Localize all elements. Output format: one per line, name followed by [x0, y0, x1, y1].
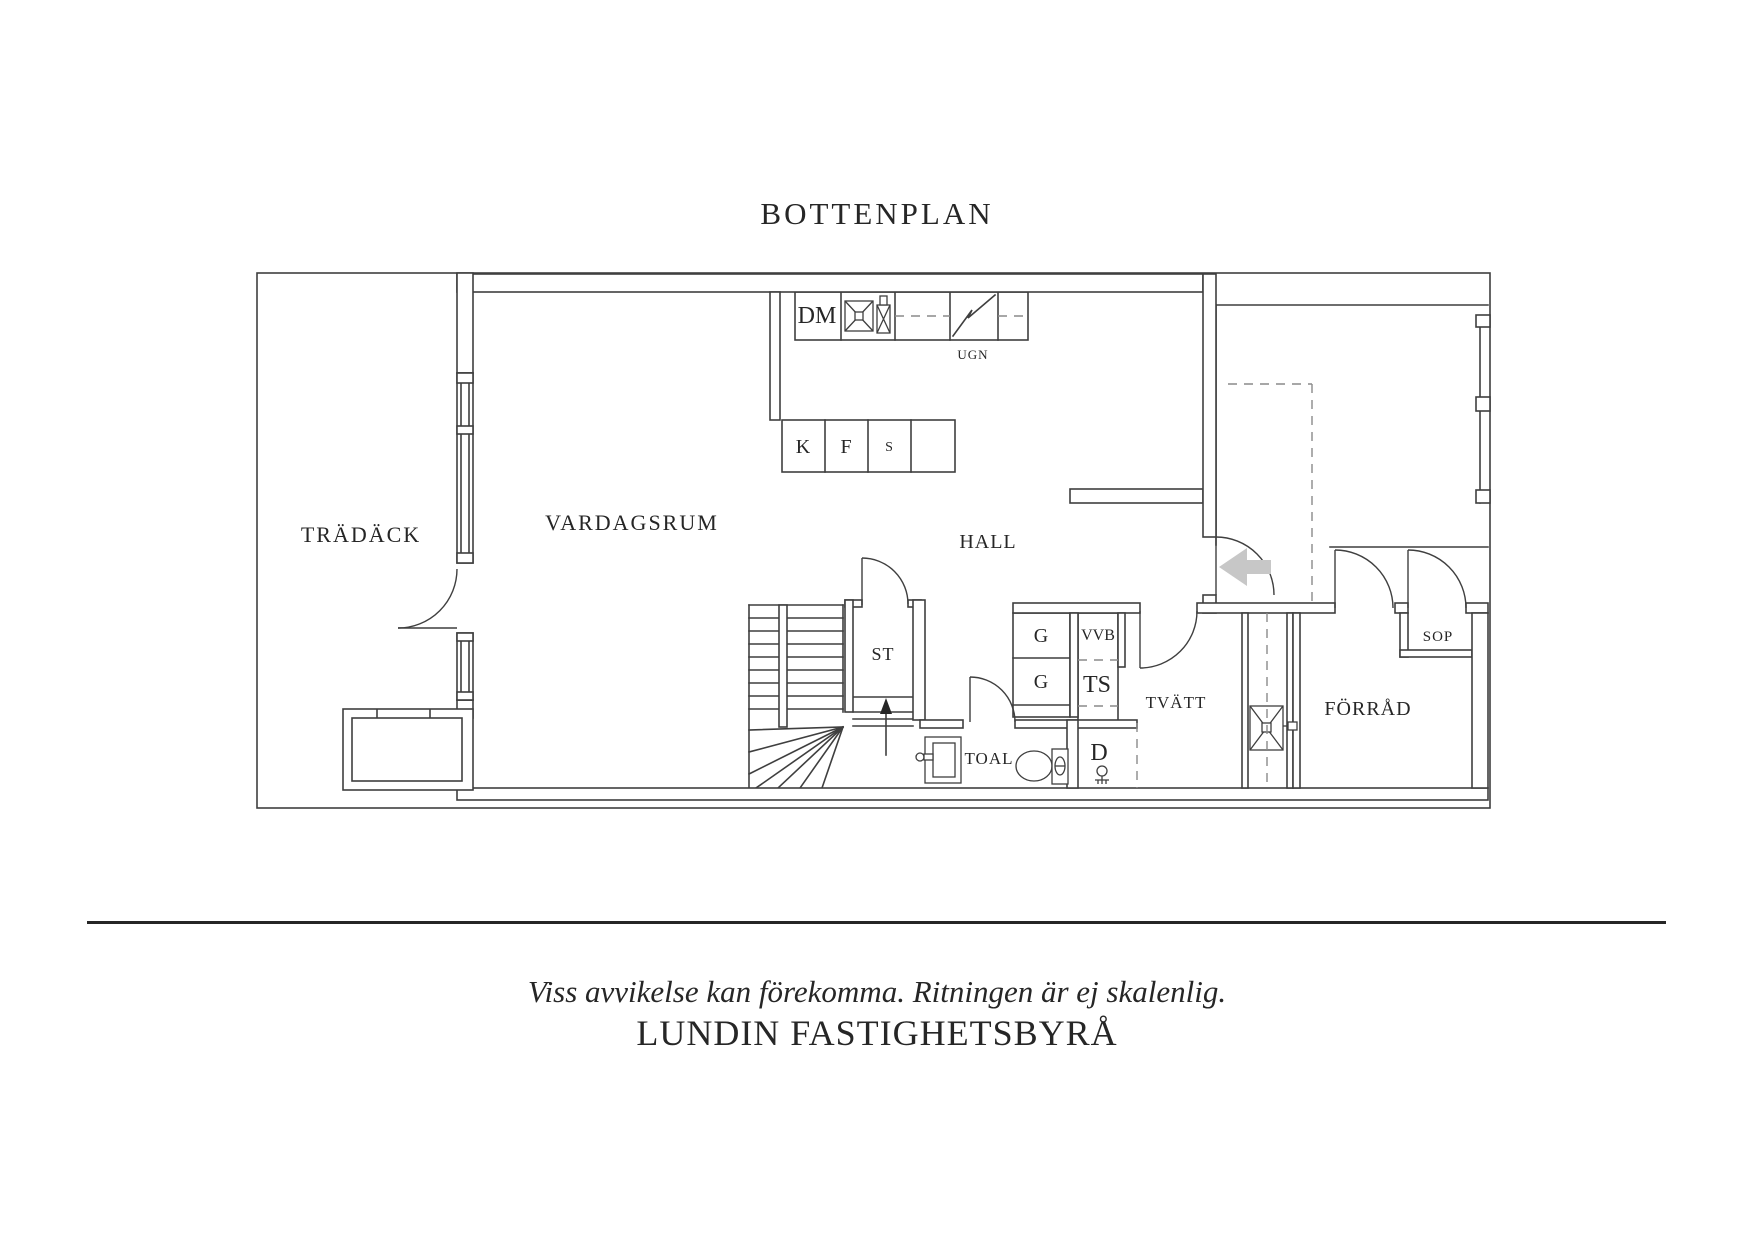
- shaft-wall-right: [1286, 612, 1294, 789]
- label-drying-cabinet: TS: [1083, 672, 1111, 698]
- sop-door: [1407, 549, 1467, 609]
- deck-door: [397, 568, 458, 629]
- room-label-storage: FÖRRÅD: [1324, 697, 1411, 720]
- footer: Viss avvikelse kan förekomma. Ritningen …: [528, 974, 1226, 1053]
- room-label-sop: SOP: [1423, 629, 1454, 645]
- garage-window-blocks: [1475, 314, 1491, 504]
- bottom-wall: [456, 787, 1489, 801]
- toal-shower-divider: [1066, 719, 1079, 789]
- stair-stringer: [778, 604, 788, 728]
- rooms-row-wall-d: [1465, 602, 1489, 614]
- stair-winder-fan: [747, 725, 845, 790]
- entrance-door: [1215, 536, 1275, 596]
- stair-treads: [748, 617, 914, 727]
- hall-right-wall: [1202, 273, 1217, 538]
- footer-disclaimer: Viss avvikelse kan förekomma. Ritningen …: [528, 974, 1226, 1009]
- stair-up-arrow-icon: [880, 698, 892, 756]
- kitchen-divider-wall: [769, 291, 781, 421]
- rooms-row-wall-b: [1196, 602, 1336, 614]
- toilet-icon: [1015, 748, 1069, 785]
- dashed-lines: [895, 315, 1313, 788]
- room-label-living: VARDAGSRUM: [545, 510, 719, 535]
- sop-bottom-wall: [1399, 649, 1473, 658]
- laundry-door: [1139, 610, 1198, 669]
- label-cabinet-s: S: [885, 440, 893, 455]
- room-label-toal: TOAL: [964, 749, 1013, 768]
- hall-peninsula-wall: [1069, 488, 1204, 504]
- rooms-row-wall-c: [1394, 602, 1409, 614]
- shaft-wall-left: [1241, 612, 1249, 789]
- kitchen-faucet-icon: [876, 295, 891, 334]
- rooms-row-wall-a: [1012, 602, 1141, 614]
- storage-left-wall: [1292, 612, 1301, 789]
- room-label-shower: D: [1090, 740, 1107, 766]
- labels: BOTTENPLAN TRÄDÄCK VARDAGSRUM HALL ST TO…: [301, 196, 1454, 768]
- label-water-heater: VVB: [1081, 627, 1115, 644]
- label-cabinet-k: K: [796, 436, 811, 458]
- deck-wall-upper: [456, 272, 474, 374]
- footer-brand: LUNDIN FASTIGHETSBYRÅ: [636, 1013, 1117, 1053]
- doors: [397, 536, 1467, 723]
- deck-window-upper: [456, 372, 474, 564]
- top-wall: [456, 273, 1204, 293]
- entrance-arrow-icon: [1219, 548, 1271, 586]
- floor-drain-icon: [1095, 765, 1109, 784]
- washbasin-icon: [915, 736, 962, 784]
- st-left-wall: [844, 599, 854, 713]
- label-cabinet-f: F: [840, 436, 851, 458]
- deck-window-lower: [456, 632, 474, 701]
- plot-boundary: [256, 272, 1491, 809]
- toal-door: [969, 676, 1016, 723]
- room-label-st: ST: [871, 644, 894, 664]
- room-label-hall: HALL: [959, 531, 1016, 553]
- label-dishwasher: DM: [798, 303, 837, 329]
- room-label-laundry: TVÄTT: [1146, 693, 1207, 712]
- label-oven: UGN: [957, 347, 988, 362]
- kitchen-sink-icon: [844, 300, 874, 332]
- stove-icon: [951, 293, 997, 338]
- st-door: [861, 557, 909, 605]
- storage-door: [1334, 549, 1394, 609]
- toal-top-wall-left: [919, 719, 964, 729]
- st-right-wall: [912, 599, 926, 721]
- walls-bands: [342, 272, 1491, 801]
- laundry-left-wall: [1117, 612, 1126, 668]
- room-label-deck: TRÄDÄCK: [301, 522, 421, 547]
- footer-divider: [87, 921, 1666, 924]
- deck-storage-box: [342, 708, 474, 791]
- page-title: BOTTENPLAN: [760, 196, 993, 231]
- label-wardrobe-bottom: G: [1034, 671, 1048, 693]
- wardrobe-divider: [1069, 612, 1079, 718]
- upper-floor-projection-dash: [1228, 383, 1313, 603]
- walls-thin: [256, 272, 1491, 809]
- label-wardrobe-top: G: [1034, 625, 1048, 647]
- right-outer-wall: [1471, 612, 1489, 789]
